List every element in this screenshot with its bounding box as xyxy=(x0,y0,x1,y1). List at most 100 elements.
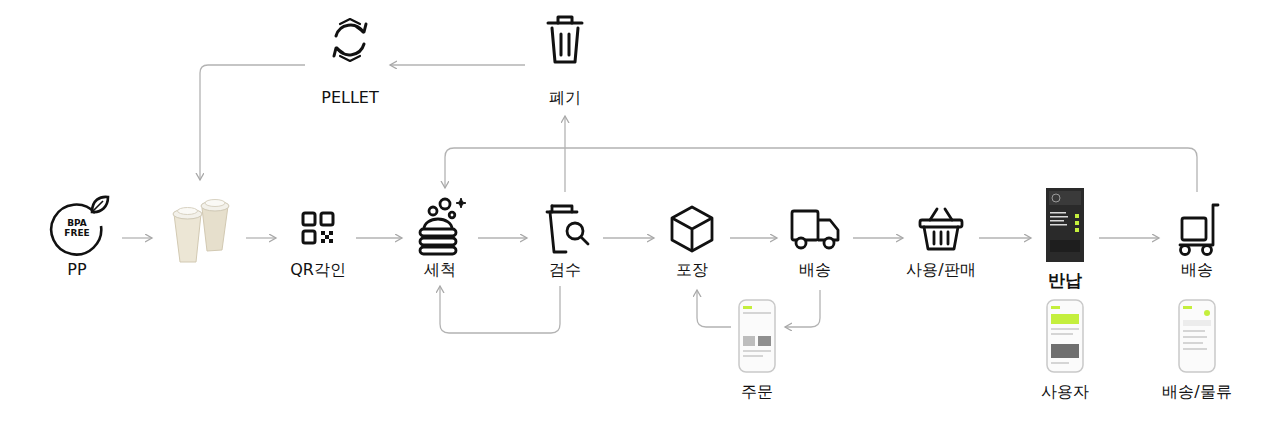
process-step: 배송 xyxy=(785,198,845,280)
phone-screen xyxy=(1051,328,1079,330)
step-label: 사용/판매 xyxy=(906,260,975,280)
package-icon xyxy=(672,207,712,251)
bpa-badge xyxy=(93,201,103,211)
process-step: 배송 xyxy=(1167,198,1227,280)
wash-icon xyxy=(420,198,466,254)
process-step: 폐기 xyxy=(533,15,597,108)
truck-icon xyxy=(824,238,834,248)
return-kiosk xyxy=(1050,220,1064,222)
basket-icon xyxy=(924,227,958,249)
badge-text: BPA FREE xyxy=(61,218,93,238)
phone-screen xyxy=(743,306,752,309)
inspect-icon xyxy=(581,237,588,244)
truck-icon xyxy=(792,211,838,248)
step-label: 세척 xyxy=(424,260,456,280)
step-label: 배송 xyxy=(1181,260,1213,280)
step-label: 검수 xyxy=(549,260,581,280)
flow-arrow xyxy=(445,148,1197,192)
truck-icon xyxy=(796,238,806,248)
qr-icon xyxy=(303,213,333,243)
flow-arrow xyxy=(440,286,560,333)
qr-icon xyxy=(329,239,333,243)
basket-icon xyxy=(934,232,948,244)
process-step: 검수 xyxy=(535,198,595,280)
flow-arrow xyxy=(697,290,731,327)
wash-icon xyxy=(456,198,466,208)
phone-screen xyxy=(1183,330,1205,332)
step-label: QR각인 xyxy=(290,260,346,280)
flow-line xyxy=(122,237,152,238)
flow-line xyxy=(200,65,305,180)
cart-icon xyxy=(1180,205,1218,245)
return-kiosk xyxy=(1075,214,1079,232)
qr-icon xyxy=(321,231,333,243)
basket-icon xyxy=(920,209,962,249)
return-kiosk xyxy=(1046,188,1084,262)
truck-icon xyxy=(792,211,818,240)
phone-screen xyxy=(1051,306,1060,309)
return-kiosk xyxy=(1050,224,1067,226)
recycle-icon xyxy=(334,48,343,56)
phone-screen xyxy=(1047,300,1083,372)
return-kiosk xyxy=(1046,188,1084,262)
trash-icon xyxy=(552,28,578,62)
flow-arrow xyxy=(853,237,903,238)
cup-illustration xyxy=(205,200,225,207)
trash-icon xyxy=(548,22,582,25)
process-step: QR각인 xyxy=(288,198,348,280)
return-kiosk xyxy=(1050,216,1068,218)
bpa-badge xyxy=(92,197,108,212)
flow-arrow xyxy=(564,116,565,192)
return-kiosk xyxy=(1052,194,1060,202)
cart-icon xyxy=(1203,246,1212,255)
wash-icon xyxy=(449,212,455,218)
inspect-icon xyxy=(550,212,566,252)
return-kiosk xyxy=(1050,212,1068,226)
phone-screen xyxy=(1051,314,1079,324)
package-icon xyxy=(672,207,712,251)
phone-screen xyxy=(758,336,771,346)
phone-screen xyxy=(743,312,771,314)
phone-screen xyxy=(1204,310,1210,316)
cup-illustration xyxy=(174,214,201,262)
step-label: 반납 xyxy=(1048,270,1082,290)
package-icon xyxy=(672,218,712,251)
flow-arrow xyxy=(356,237,402,238)
qr-icon xyxy=(321,213,333,225)
phone-screen xyxy=(1179,300,1215,372)
bpa-badge xyxy=(51,197,108,255)
return-kiosk xyxy=(1075,221,1079,225)
return-kiosk xyxy=(1075,214,1079,218)
step-label: 배송/물류 xyxy=(1162,382,1231,402)
qr-icon xyxy=(303,231,315,243)
qr-icon xyxy=(303,213,315,225)
process-step: BPA FREEPP xyxy=(47,198,107,280)
phone-screen xyxy=(743,355,763,357)
flow-arrow xyxy=(1099,237,1159,238)
return-kiosk xyxy=(1075,228,1079,232)
qr-icon xyxy=(321,231,325,235)
qr-icon xyxy=(325,235,329,239)
step-label: 폐기 xyxy=(549,88,581,108)
wash-icon xyxy=(420,238,456,245)
basket-icon xyxy=(930,209,952,220)
phone-screen xyxy=(1183,306,1192,309)
phone-screen xyxy=(1051,362,1069,364)
recycle-icon xyxy=(340,19,360,61)
step-label: 배송 xyxy=(799,260,831,280)
flow-arrow xyxy=(390,64,525,65)
return-kiosk xyxy=(1049,191,1081,205)
wash-icon xyxy=(440,199,450,209)
phone-screen xyxy=(1183,348,1207,350)
process-step: 주문 xyxy=(735,298,779,402)
flow-arrow xyxy=(478,237,527,238)
trash-icon xyxy=(561,34,569,55)
recycle-icon xyxy=(357,24,366,32)
process-step: PELLET xyxy=(318,15,382,108)
cup-illustration xyxy=(202,206,228,251)
trash-icon xyxy=(558,17,572,23)
flow-line xyxy=(246,237,276,238)
basket-icon xyxy=(920,220,962,227)
